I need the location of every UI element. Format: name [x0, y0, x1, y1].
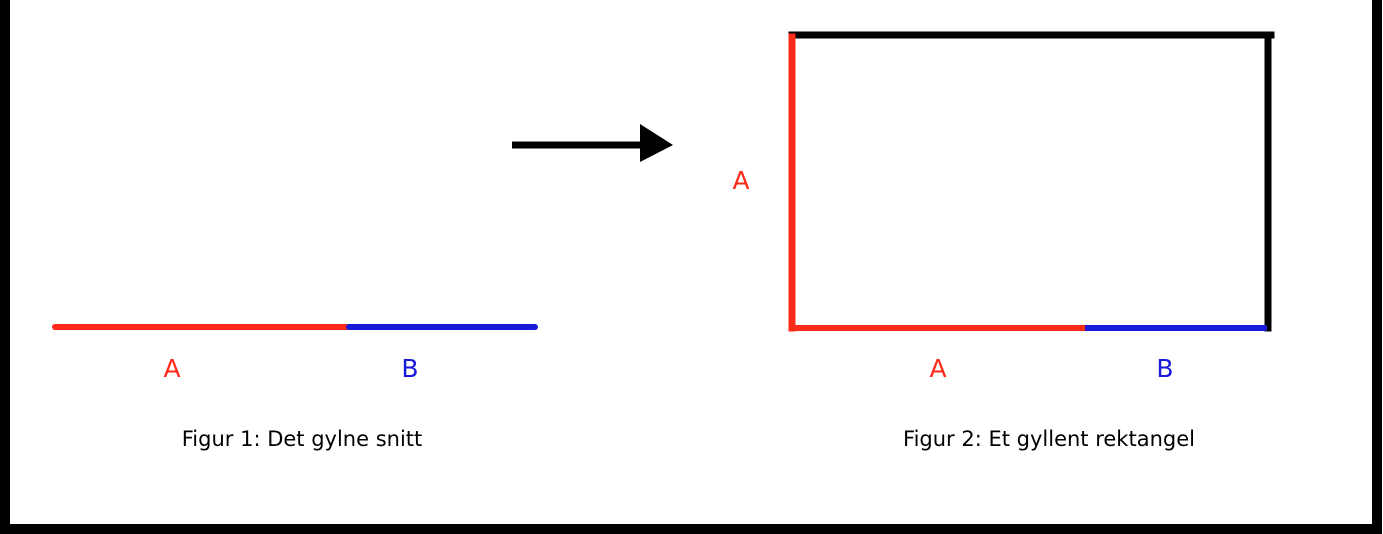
fig2-label-b: B [1156, 354, 1174, 383]
fig2-label-a: A [929, 354, 947, 383]
fig1-label-a: A [163, 354, 181, 383]
fig2-side-label-a: A [732, 166, 750, 195]
golden-rectangle [788, 31, 1275, 332]
fig1-caption: Figur 1: Det gylne snitt [181, 427, 423, 451]
fig2-caption: Figur 2: Et gyllent rektangel [903, 427, 1195, 451]
fig1-label-b: B [401, 354, 419, 383]
right-arrow-icon [512, 124, 673, 162]
